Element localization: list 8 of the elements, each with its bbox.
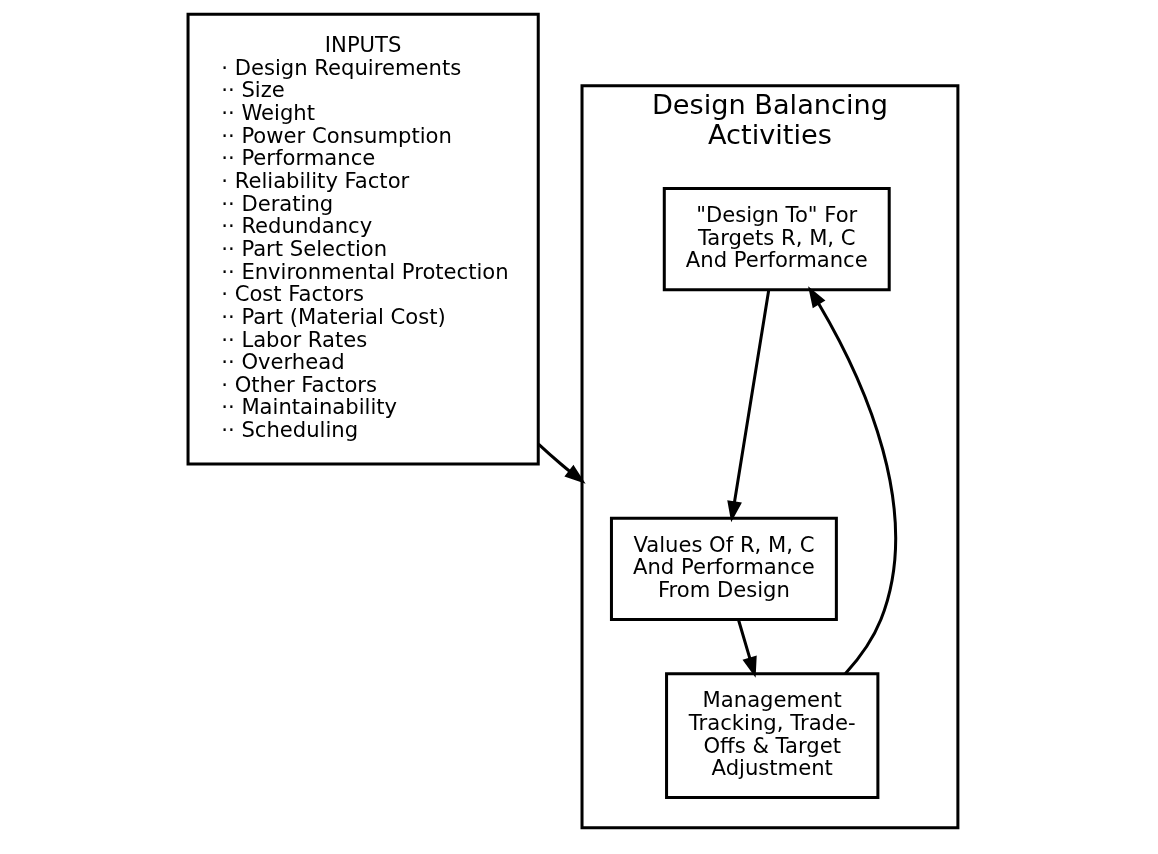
node-box: INPUTS · Design Requirements ·· Size ·· Weight ·· Power Consumption ·· Performance · Reliability Factor ·· Derating ·· Redundancy ·· Part Selection ·· Environmental Protection · Cost Factors ·· Part (Material Cost) ·· Labor Rates ·· Overhead · Other Factors ·· Maintainability ·· Scheduling bbox=[186, 12, 540, 466]
arrow bbox=[727, 289, 771, 523]
arrow bbox=[808, 286, 898, 675]
node-box: "Design To" For Targets R, M, C And Performance bbox=[662, 187, 891, 292]
node-box: Management Tracking, Trade-Offs & Target Adjustment bbox=[665, 672, 880, 800]
arrow bbox=[537, 442, 586, 484]
node-box: Values Of R, M, C And Performance From Design bbox=[609, 516, 838, 621]
arrow bbox=[736, 619, 757, 678]
